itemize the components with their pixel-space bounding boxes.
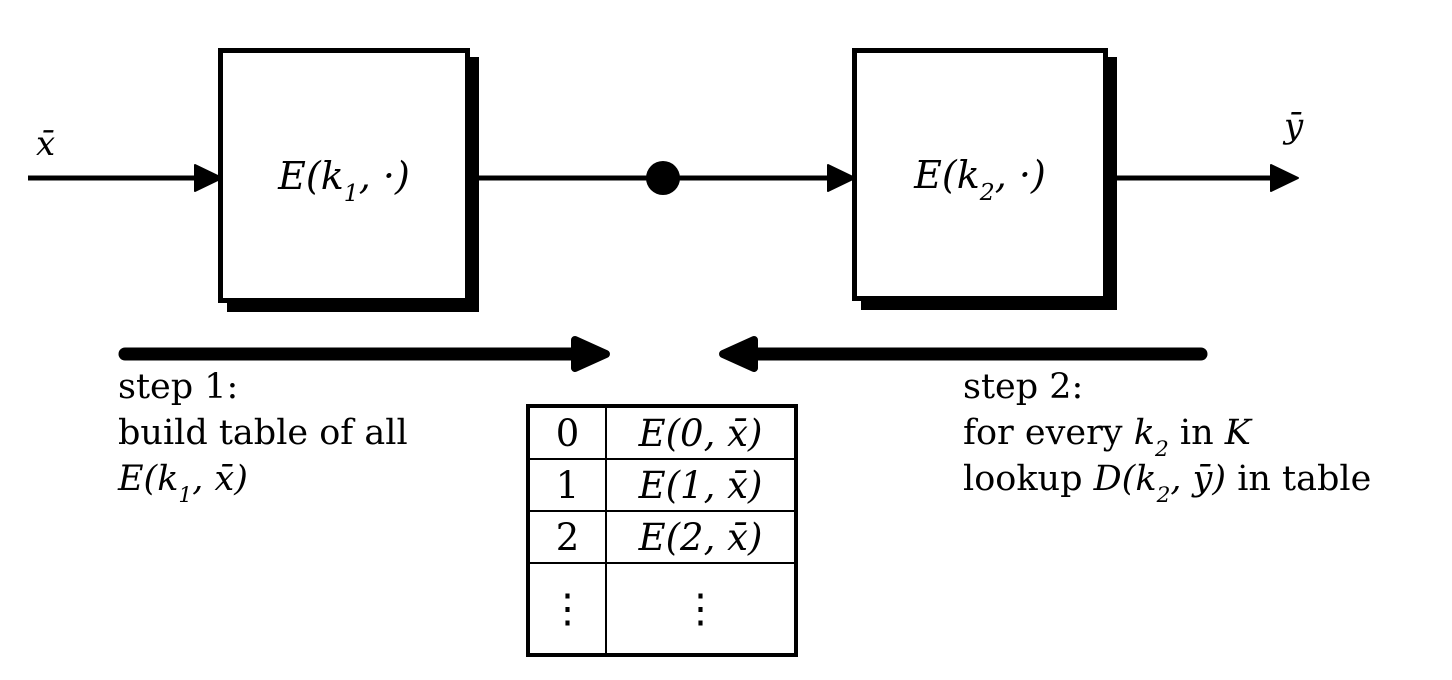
step2-line2: for every k2 in K — [963, 413, 1251, 462]
step2-annotation: step 2: for every k2 in K lookup D(k2, ȳ… — [963, 364, 1372, 508]
left-encryption-box-label: E(k1, ·) — [278, 153, 410, 208]
middle-arrowhead-icon — [827, 164, 856, 192]
junction-dot-icon — [646, 161, 680, 195]
right-encryption-box-label: E(k2, ·) — [914, 152, 1046, 207]
table-value-cell: E(1, x̄) — [638, 463, 763, 507]
left-encryption-box: E(k1, ·) — [218, 48, 470, 303]
table-key-cell: 2 — [530, 512, 607, 562]
step1-arrowhead-icon — [571, 336, 610, 372]
table-row: 1 E(1, x̄) — [530, 460, 794, 512]
table-value-cell: E(2, x̄) — [638, 515, 763, 559]
lookup-table: 0 E(0, x̄) 1 E(1, x̄) 2 E(2, x̄) ⋮ ⋮ — [526, 404, 798, 657]
table-key-cell: 0 — [530, 408, 607, 458]
step1-line1: step 1: — [118, 367, 239, 407]
right-encryption-box: E(k2, ·) — [852, 48, 1108, 301]
step2-line3: lookup D(k2, ȳ) in table — [963, 459, 1372, 508]
input-arrowhead-icon — [194, 164, 223, 192]
step1-line2: build table of all — [118, 413, 408, 453]
table-value-cell: E(0, x̄) — [638, 411, 763, 455]
table-value-cell: ⋮ — [680, 585, 721, 632]
output-label: ȳ — [1284, 106, 1304, 146]
step1-annotation: step 1: build table of all E(k1, x̄) — [118, 364, 408, 508]
step2-line1: step 2: — [963, 367, 1084, 407]
output-arrowhead-icon — [1270, 164, 1299, 192]
table-row-ellipsis: ⋮ ⋮ — [530, 564, 794, 653]
table-row: 2 E(2, x̄) — [530, 512, 794, 564]
step2-arrowhead-icon — [719, 336, 758, 372]
step1-line3: E(k1, x̄) — [118, 459, 248, 508]
table-key-cell: ⋮ — [530, 564, 607, 653]
table-row: 0 E(0, x̄) — [530, 408, 794, 460]
table-key-cell: 1 — [530, 460, 607, 510]
input-label: x̄ — [36, 124, 56, 164]
